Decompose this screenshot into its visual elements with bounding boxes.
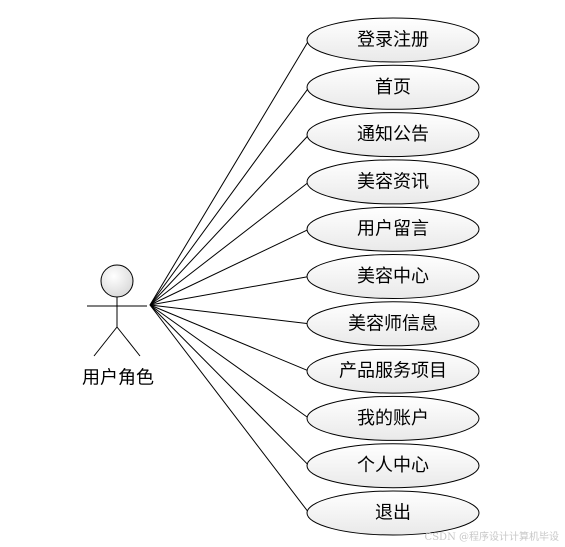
use-case-label: 我的账户 xyxy=(357,408,429,429)
association-line xyxy=(149,304,310,419)
use-case-label: 退出 xyxy=(375,503,411,524)
use-case-ellipse xyxy=(306,490,480,536)
use-case-group: 登录注册首页通知公告美容资讯用户留言美容中心美容师信息产品服务项目我的账户个人中… xyxy=(306,17,480,536)
association-line xyxy=(149,181,310,306)
use-case-label: 美容中心 xyxy=(357,266,429,287)
use-case: 产品服务项目 xyxy=(306,348,480,394)
actor-label: 用户角色 xyxy=(82,368,154,389)
use-case-ellipse xyxy=(306,17,480,63)
association-line xyxy=(149,304,310,467)
association-line xyxy=(149,87,310,306)
association-lines xyxy=(149,39,310,514)
use-case: 登录注册 xyxy=(306,17,480,63)
association-line xyxy=(149,39,310,306)
use-case-label: 登录注册 xyxy=(357,30,429,51)
use-case: 个人中心 xyxy=(306,443,480,489)
use-case-label: 美容师信息 xyxy=(348,313,438,334)
use-case-ellipse xyxy=(306,159,480,205)
use-case: 美容师信息 xyxy=(306,301,480,347)
actor: 用户角色 xyxy=(82,264,154,389)
association-line xyxy=(149,134,310,306)
use-case: 退出 xyxy=(306,490,480,536)
association-line xyxy=(149,304,310,514)
use-case-ellipse xyxy=(306,254,480,299)
actor-left-leg xyxy=(93,326,118,357)
use-case: 首页 xyxy=(306,64,480,110)
use-case-ellipse xyxy=(306,206,480,252)
use-case-label: 通知公告 xyxy=(357,124,429,145)
association-line xyxy=(149,276,310,306)
association-line xyxy=(149,304,310,325)
use-case-ellipse xyxy=(306,443,480,489)
actor-right-leg xyxy=(116,326,141,357)
use-case-ellipse xyxy=(306,348,480,394)
use-case-label: 美容资讯 xyxy=(357,171,429,192)
association-line xyxy=(149,228,310,306)
use-case-ellipse xyxy=(306,301,480,347)
use-case: 美容资讯 xyxy=(306,159,480,205)
watermark: CSDN @程序设计计算机毕设 xyxy=(425,530,559,543)
use-case: 美容中心 xyxy=(306,254,480,299)
use-case-label: 产品服务项目 xyxy=(339,361,447,382)
association-line xyxy=(149,304,310,372)
use-case-ellipse xyxy=(306,395,480,441)
use-case-label: 用户留言 xyxy=(357,219,429,240)
use-case-ellipse xyxy=(306,64,480,110)
use-case: 我的账户 xyxy=(306,395,480,441)
use-case: 通知公告 xyxy=(306,112,480,158)
use-case-ellipse xyxy=(306,112,480,158)
use-case-label: 首页 xyxy=(375,77,411,98)
use-case: 用户留言 xyxy=(306,206,480,252)
actor-head xyxy=(100,264,134,298)
use-case-label: 个人中心 xyxy=(357,455,429,476)
